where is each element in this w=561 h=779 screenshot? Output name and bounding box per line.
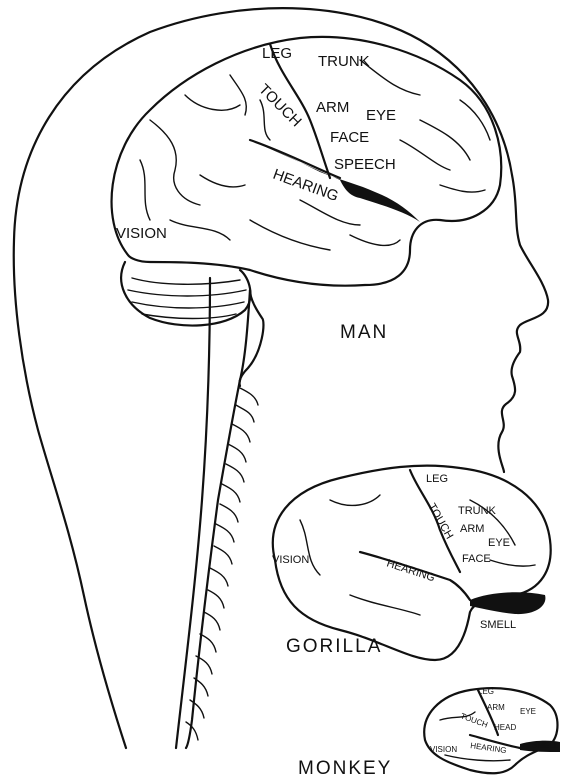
gorilla-label-arm: ARM: [460, 523, 484, 535]
man-label-leg: LEG: [262, 45, 292, 62]
monkey-label-head: HEAD: [494, 723, 516, 732]
gorilla-label-leg: LEG: [426, 473, 448, 485]
gorilla-label-touch: TOUCH: [425, 502, 455, 542]
man-label-hearing: HEARING: [271, 166, 341, 205]
gorilla-label-vision: VISION: [272, 554, 309, 566]
man-label-speech: SPEECH: [334, 156, 396, 173]
monkey-label-arm: ARM: [487, 703, 505, 712]
gorilla-label-eye: EYE: [488, 537, 510, 549]
man-label-arm: ARM: [316, 99, 349, 116]
monkey-brain-labels: LEG ARM TOUCH HEAD EYE HEARING VISION SM…: [298, 687, 559, 779]
man-label-eye: EYE: [366, 107, 396, 124]
gorilla-label-trunk: TRUNK: [458, 505, 497, 517]
gorilla-caption: GORILLA: [286, 636, 382, 657]
gorilla-label-smell: SMELL: [480, 619, 516, 631]
human-head-outline: [14, 8, 548, 748]
monkey-label-eye: EYE: [520, 707, 536, 716]
gorilla-brain-labels: LEG TRUNK TOUCH ARM EYE FACE HEARING VIS…: [272, 473, 516, 657]
monkey-label-vision: VISION: [430, 745, 457, 754]
gorilla-label-face: FACE: [462, 553, 491, 565]
monkey-label-leg: LEG: [478, 687, 494, 696]
man-caption: MAN: [340, 322, 388, 343]
monkey-label-touch: TOUCH: [459, 711, 489, 729]
man-label-trunk: TRUNK: [318, 53, 370, 70]
man-label-vision: VISION: [116, 225, 167, 242]
spinal-cord: [176, 278, 263, 748]
monkey-caption: MONKEY: [298, 758, 392, 779]
monkey-label-smell: SMELL: [532, 741, 559, 750]
gorilla-label-hearing: HEARING: [385, 557, 436, 584]
man-label-face: FACE: [330, 129, 369, 146]
monkey-brain: [424, 688, 560, 773]
